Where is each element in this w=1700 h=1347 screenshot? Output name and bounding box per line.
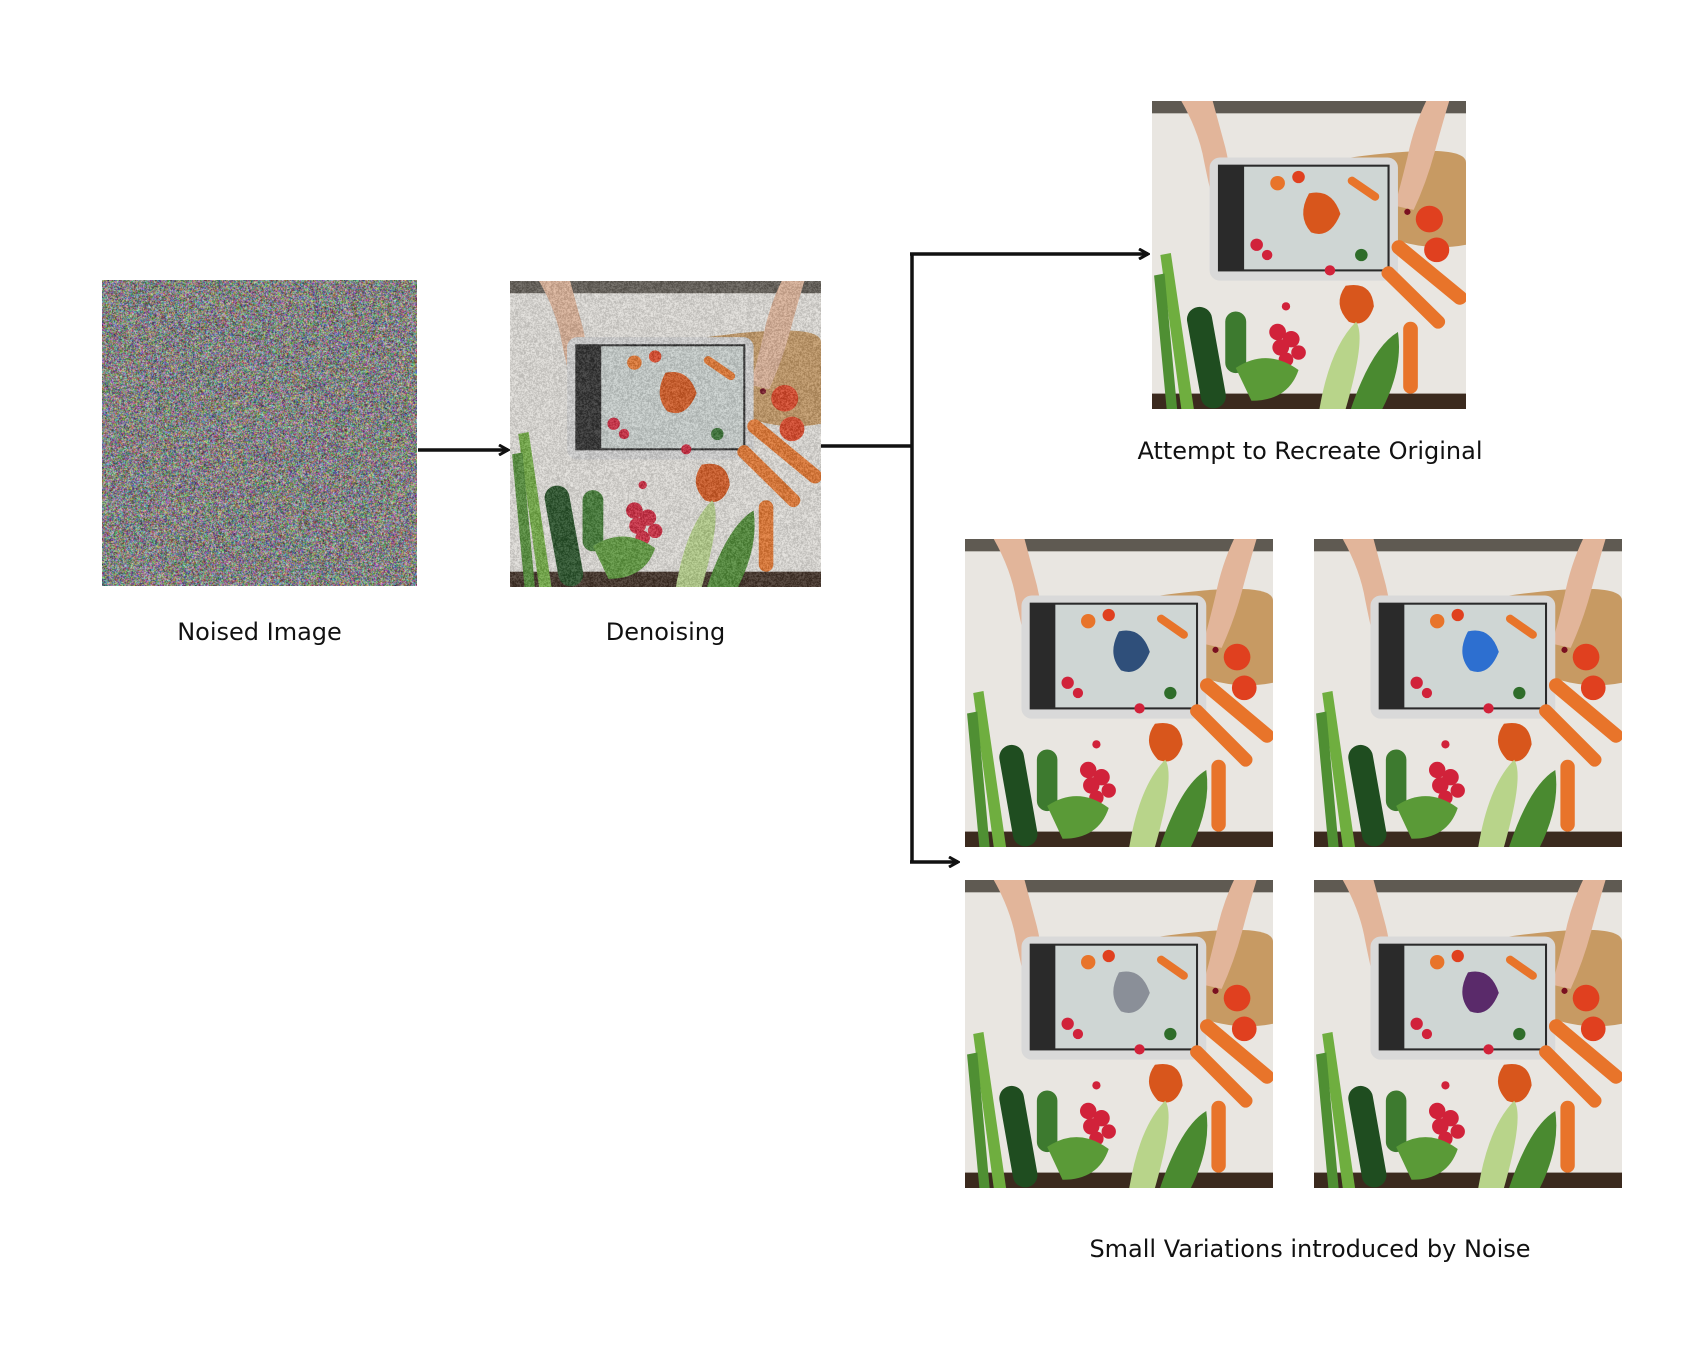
variation-image-1 — [965, 539, 1273, 847]
denoising-image — [510, 281, 821, 587]
vegetable-scene — [965, 539, 1273, 847]
variation-image-2 — [1314, 539, 1622, 847]
vegetable-scene — [1152, 101, 1466, 409]
vegetable-scene — [1314, 880, 1622, 1188]
variation-image-3 — [965, 880, 1273, 1188]
caption-recreate-original: Attempt to Recreate Original — [1080, 437, 1540, 465]
vegetable-scene — [965, 880, 1273, 1188]
vegetable-scene — [1314, 539, 1622, 847]
variation-image-4 — [1314, 880, 1622, 1188]
caption-small-variations: Small Variations introduced by Noise — [1030, 1235, 1590, 1263]
caption-denoising: Denoising — [510, 618, 821, 646]
recreated-image — [1152, 101, 1466, 409]
caption-noised-image: Noised Image — [102, 618, 417, 646]
noised-image — [102, 280, 417, 586]
